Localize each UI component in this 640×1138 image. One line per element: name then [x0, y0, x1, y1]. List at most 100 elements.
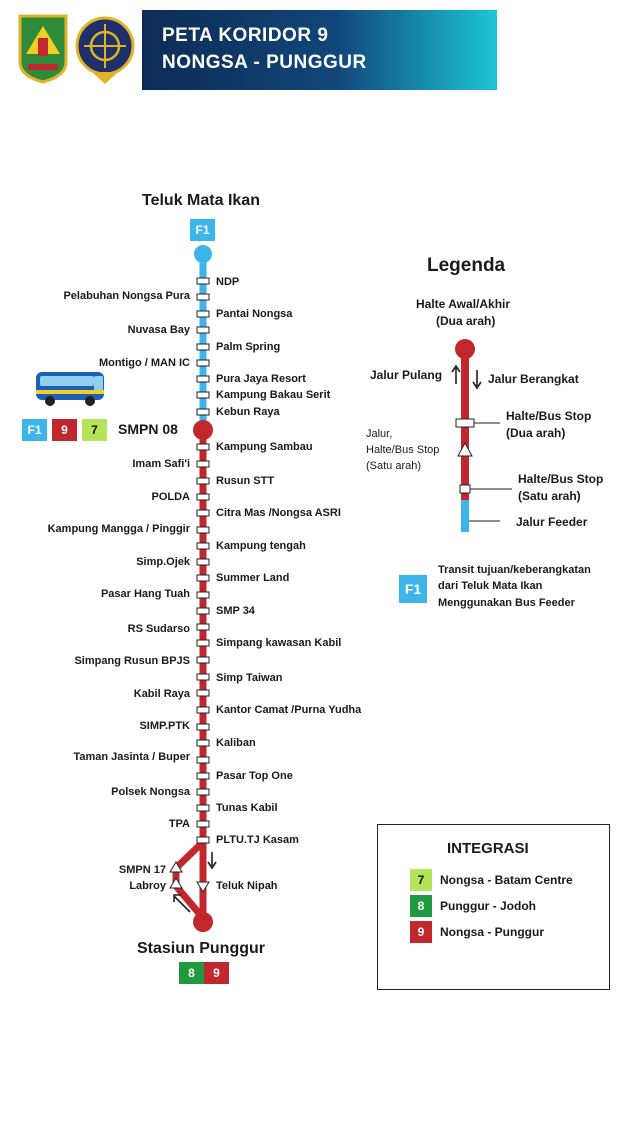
- legend-transit-2: dari Teluk Mata Ikan: [438, 580, 543, 592]
- stop-right-label: Simpang kawasan Kabil: [216, 637, 342, 649]
- bus-stop-marker: [196, 558, 210, 566]
- one-way-stop-teluk-nipah: [196, 881, 210, 893]
- bus-stop-marker: [196, 443, 210, 451]
- stop-right-label: Kaliban: [216, 737, 256, 749]
- end-terminal-badge-9: 9: [204, 962, 229, 984]
- stop-left-label: Taman Jasinta / Buper: [73, 751, 190, 763]
- smpn08-badge-7: 7: [82, 419, 107, 441]
- legend-f1-badge: F1: [399, 575, 427, 603]
- bus-stop-marker: [196, 526, 210, 534]
- stop-left-label: Montigo / MAN IC: [98, 357, 190, 369]
- bus-stop-marker: [196, 277, 210, 285]
- bus-stop-marker: [196, 574, 210, 582]
- bus-stop-marker: [196, 836, 210, 844]
- bus-stop-marker: [196, 607, 210, 615]
- legend-halte-satu: Halte/Bus Stop: [518, 472, 604, 486]
- bus-stop-marker: [196, 542, 210, 550]
- legend-jalur-pulang: Jalur Pulang: [370, 368, 443, 382]
- header-title-line2: NONGSA - PUNGGUR: [162, 52, 367, 73]
- end-terminal-badge-8: 8: [179, 962, 204, 984]
- stop-right-label: Summer Land: [216, 572, 290, 584]
- stop-left-label: TPA: [168, 818, 190, 830]
- stop-left-label: SIMP.PTK: [139, 720, 190, 732]
- bus-stop-marker: [196, 623, 210, 631]
- down-arrow-icon: [207, 852, 217, 870]
- legend-jalur-satu-1: Jalur,: [366, 428, 393, 440]
- legend-jalur-satu-2: Halte/Bus Stop: [366, 444, 440, 456]
- bus-stop-marker: [196, 509, 210, 517]
- stop-right-label: Rusun STT: [216, 475, 275, 487]
- end-terminal-label: Stasiun Punggur: [137, 940, 265, 957]
- bus-stop-marker: [196, 689, 210, 697]
- smpn08-badge-f1: F1: [22, 419, 47, 441]
- bus-stop-marker: [196, 820, 210, 828]
- stop-left-label: Pasar Hang Tuah: [100, 588, 190, 600]
- stop-left-label: SMPN 17: [118, 864, 166, 876]
- legend-transit-1: Transit tujuan/keberangkatan: [438, 564, 591, 576]
- integrasi-badge-7: 7: [410, 869, 432, 891]
- stop-right-label: Pura Jaya Resort: [216, 373, 306, 385]
- punggur-terminal-dot: [193, 912, 213, 932]
- up-left-arrow-icon: [173, 894, 191, 913]
- feeder-terminal-dot: [194, 245, 212, 263]
- stop-left-label: Kabil Raya: [133, 688, 190, 700]
- smpn08-badge-9: 9: [52, 419, 77, 441]
- bus-stop-marker: [196, 756, 210, 764]
- legend-halte-satu-sub: (Satu arah): [518, 489, 581, 503]
- header-title-line1: PETA KORIDOR 9: [162, 25, 329, 46]
- bus-stop-marker: [196, 375, 210, 383]
- stop-left-label: Pelabuhan Nongsa Pura: [63, 290, 190, 302]
- bus-stop-marker: [196, 739, 210, 747]
- smpn08-label: SMPN 08: [118, 421, 178, 437]
- bus-stop-marker: [196, 326, 210, 334]
- stop-right-label: Palm Spring: [216, 341, 281, 353]
- stop-right-label: Simp Taiwan: [216, 672, 283, 684]
- legend-jalur-berangkat: Jalur Berangkat: [488, 372, 579, 386]
- legend-up-arrow-icon: [451, 364, 461, 384]
- integrasi-title: INTEGRASI: [447, 840, 529, 857]
- bus-stop-marker: [196, 391, 210, 399]
- ministry-emblem-logo: [74, 12, 136, 86]
- stop-right-label: NDP: [216, 276, 240, 288]
- stop-right-label: Tunas Kabil: [216, 802, 278, 814]
- bus-stop-marker: [196, 723, 210, 731]
- bus-stop-marker: [196, 310, 210, 318]
- one-way-stop-labroy: [169, 877, 183, 889]
- bus-stop-marker: [196, 788, 210, 796]
- smpn08-stop-dot: [193, 420, 213, 440]
- bus-stop-marker: [196, 772, 210, 780]
- integrasi-badge-8: 8: [410, 895, 432, 917]
- stop-right-label: Kampung Sambau: [216, 441, 313, 453]
- integrasi-label-7: Nongsa - Batam Centre: [440, 873, 573, 887]
- legend-jalur-feeder: Jalur Feeder: [516, 515, 588, 529]
- bus-stop-marker: [196, 460, 210, 468]
- start-terminal-badge: F1: [190, 219, 215, 241]
- one-way-stop-smpn17: [169, 861, 183, 873]
- legend-terminal-dot: [455, 339, 475, 359]
- integrasi-label-8: Punggur - Jodoh: [440, 899, 536, 913]
- stop-right-label: Kantor Camat /Purna Yudha: [216, 704, 362, 716]
- bus-stop-marker: [196, 706, 210, 714]
- bus-stop-marker: [196, 673, 210, 681]
- stop-left-label: Polsek Nongsa: [111, 786, 190, 798]
- legend-halte-awal: Halte Awal/Akhir: [416, 297, 511, 311]
- branch-route-line: [172, 839, 206, 921]
- legend-one-way-triangle: [457, 441, 473, 457]
- stop-right-label: SMP 34: [216, 605, 255, 617]
- bus-stop-marker: [196, 804, 210, 812]
- integrasi-label-9: Nongsa - Punggur: [440, 925, 544, 939]
- bus-stop-marker: [196, 656, 210, 664]
- bus-stop-marker: [196, 293, 210, 301]
- stop-right-label: Pantai Nongsa: [216, 308, 293, 320]
- bus-illustration: [34, 368, 108, 408]
- legend-halte-dua: Halte/Bus Stop: [506, 409, 592, 423]
- stop-right-label: Kampung Bakau Serit: [216, 389, 331, 401]
- legend-halte-dua-sub: (Dua arah): [506, 426, 566, 440]
- bus-stop-marker: [196, 493, 210, 501]
- stop-left-label: Labroy: [129, 880, 166, 892]
- bus-stop-marker: [196, 359, 210, 367]
- stop-left-label: POLDA: [151, 491, 191, 503]
- stop-left-label: Nuvasa Bay: [127, 324, 190, 336]
- stop-left-label: Imam Safi'i: [132, 458, 190, 470]
